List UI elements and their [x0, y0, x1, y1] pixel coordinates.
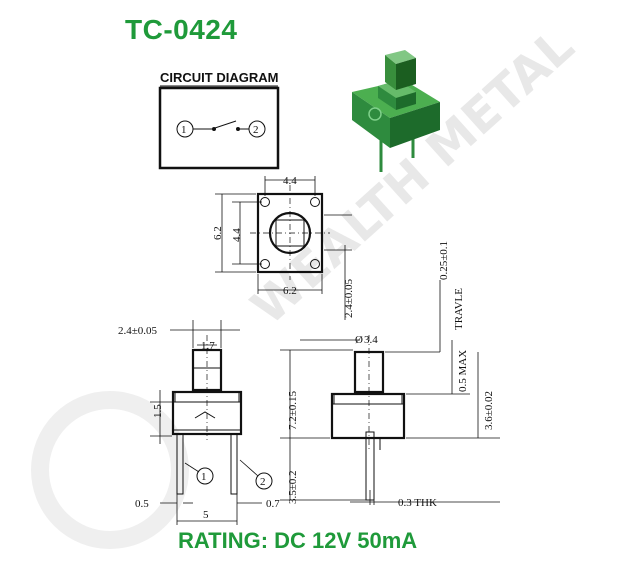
max-label: 0.5 MAX — [457, 350, 469, 392]
right-height-label: 3.6±0.02 — [483, 391, 495, 430]
watermark-logo — [31, 391, 189, 549]
side-view: Ø 3.4 7.2±0.15 3.5±0.2 0.25±0.1 TRAVLE 0… — [280, 241, 500, 509]
callout-2: 2 — [260, 476, 266, 488]
travel-text: TRAVLE — [453, 288, 465, 330]
left-height-label: 6.2 — [212, 226, 224, 240]
circuit-diagram-label: CIRCUIT DIAGRAM — [160, 70, 279, 85]
pin-length-label: 3.5±0.2 — [287, 470, 299, 504]
rating-text: RATING: DC 12V 50mA — [178, 528, 418, 553]
top-view: 4.4 6.2 6.2 4.4 — [212, 175, 352, 297]
front-top-label: 2.4±0.05 — [118, 325, 158, 337]
diameter-label: 3.4 — [364, 334, 378, 346]
pin-left-label: 0.5 — [135, 498, 149, 510]
actuator-width-label: 1.7 — [201, 340, 215, 352]
travel-label: 0.25±0.1 — [438, 241, 450, 280]
page-title: TC-0424 — [125, 14, 238, 45]
total-height-label: 7.2±0.15 — [287, 390, 299, 430]
switch-3d-image — [352, 50, 440, 172]
circuit-pin2: 2 — [253, 124, 259, 136]
body-height-label: 1.5 — [152, 404, 164, 418]
front-view: 2.4±0.05 1.7 1.5 1 2 0.5 0.7 5 — [118, 320, 280, 525]
circuit-diagram: 1 2 — [158, 85, 280, 170]
pin-pitch-label: 5 — [203, 509, 209, 521]
bottom-width-label: 6.2 — [283, 285, 297, 297]
diameter-symbol: Ø — [355, 334, 363, 346]
thickness-label: 0.3 THK — [398, 497, 437, 509]
pin-right-label: 0.7 — [266, 498, 280, 510]
pin2-circle — [248, 120, 266, 138]
callout-1: 1 — [201, 471, 207, 483]
side-top-label: 2.4±0.05 — [343, 278, 355, 318]
circuit-pin1: 1 — [181, 124, 187, 136]
inner-height-label: 4.4 — [231, 228, 243, 242]
top-width-label: 4.4 — [283, 175, 297, 187]
